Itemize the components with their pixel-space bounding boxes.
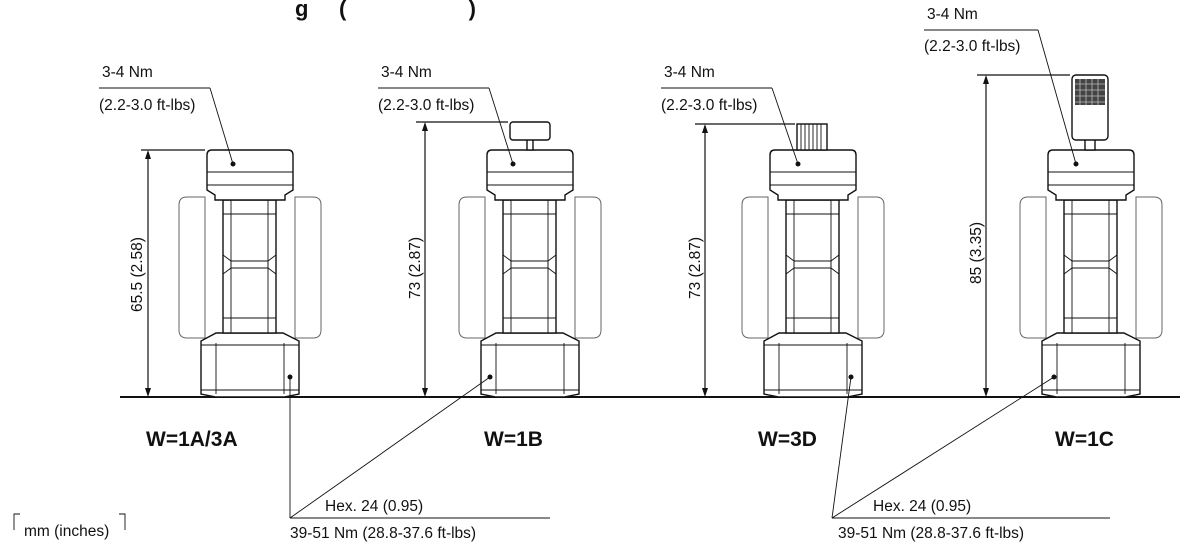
- hex-callout-left: Hex. 24 (0.95) 39-51 Nm (28.8-37.6 ft-lb…: [289, 376, 550, 542]
- model-label-w1b: W=1B: [484, 428, 543, 451]
- cap-torque-nm-w3d: 3-4 Nm: [664, 64, 715, 81]
- support-frame-right: [857, 196, 885, 339]
- valve-w1a3a: 65.5 (2.58) 3-4 Nm (2.2-3.0 ft-lbs) W=1A…: [99, 64, 322, 451]
- bonnet-cap: [206, 149, 294, 201]
- valve-body: [785, 199, 840, 334]
- height-dimension-w1a3a: 65.5 (2.58): [129, 237, 146, 312]
- hex-torque-left: 39-51 Nm (28.8-37.6 ft-lbs): [290, 525, 476, 542]
- cap-torque-nm-w1b: 3-4 Nm: [381, 64, 432, 81]
- cap-torque-nm-w1a3a: 3-4 Nm: [102, 64, 153, 81]
- title-fragment: g ( ): [295, 0, 476, 21]
- cap-torque-ftlbs-w3d: (2.2-3.0 ft-lbs): [661, 97, 757, 114]
- support-frame-right: [294, 196, 322, 339]
- model-label-w1c: W=1C: [1055, 428, 1114, 451]
- support-frame-right: [574, 196, 602, 339]
- cap-torque-ftlbs-w1a3a: (2.2-3.0 ft-lbs): [99, 97, 195, 114]
- hex-nut: [480, 332, 580, 398]
- knob-handle: [509, 121, 551, 141]
- support-frame-left: [458, 196, 486, 339]
- support-frame-left: [741, 196, 769, 339]
- valve-w1b: 73 (2.87) 3-4 Nm (2.2-3.0 ft-lbs) W=1B: [378, 64, 602, 451]
- support-frame-right: [1135, 196, 1163, 339]
- bonnet-cap: [769, 149, 857, 201]
- hex-nut: [763, 332, 863, 398]
- support-frame-left: [178, 196, 206, 339]
- hex-nut: [200, 332, 300, 398]
- valve-body: [222, 199, 277, 334]
- splined-stem: [796, 123, 828, 151]
- valve-body: [1063, 199, 1118, 334]
- valve-w1c: 85 (3.35) 3-4 Nm (2.2-3.0 ft-lbs) W=1C: [924, 6, 1163, 451]
- bonnet-cap: [1047, 149, 1135, 201]
- bonnet-cap: [486, 149, 574, 201]
- cap-torque-ftlbs-w1b: (2.2-3.0 ft-lbs): [378, 97, 474, 114]
- height-dimension-w3d: 73 (2.87): [687, 237, 704, 299]
- hex-torque-right: 39-51 Nm (28.8-37.6 ft-lbs): [838, 525, 1024, 542]
- valve-w3d: 73 (2.87) 3-4 Nm (2.2-3.0 ft-lbs) W=3D: [661, 64, 885, 451]
- hex-nut: [1041, 332, 1141, 398]
- hex-size-right: Hex. 24 (0.95): [873, 498, 971, 515]
- height-dimension-w1b: 73 (2.87): [407, 237, 424, 299]
- valve-body: [502, 199, 557, 334]
- cap-torque-ftlbs-w1c: (2.2-3.0 ft-lbs): [924, 38, 1020, 55]
- units-box: mm (inches): [13, 513, 126, 540]
- model-label-w3d: W=3D: [758, 428, 817, 451]
- height-dimension-w1c: 85 (3.35): [968, 222, 985, 284]
- units-label: mm (inches): [24, 523, 109, 540]
- support-frame-left: [1019, 196, 1047, 339]
- cap-torque-nm-w1c: 3-4 Nm: [927, 6, 978, 23]
- model-label-w1a3a: W=1A/3A: [146, 428, 238, 451]
- hex-size-left: Hex. 24 (0.95): [325, 498, 423, 515]
- knurled-grip: [1075, 79, 1105, 105]
- hex-callout-right: Hex. 24 (0.95) 39-51 Nm (28.8-37.6 ft-lb…: [831, 376, 1110, 542]
